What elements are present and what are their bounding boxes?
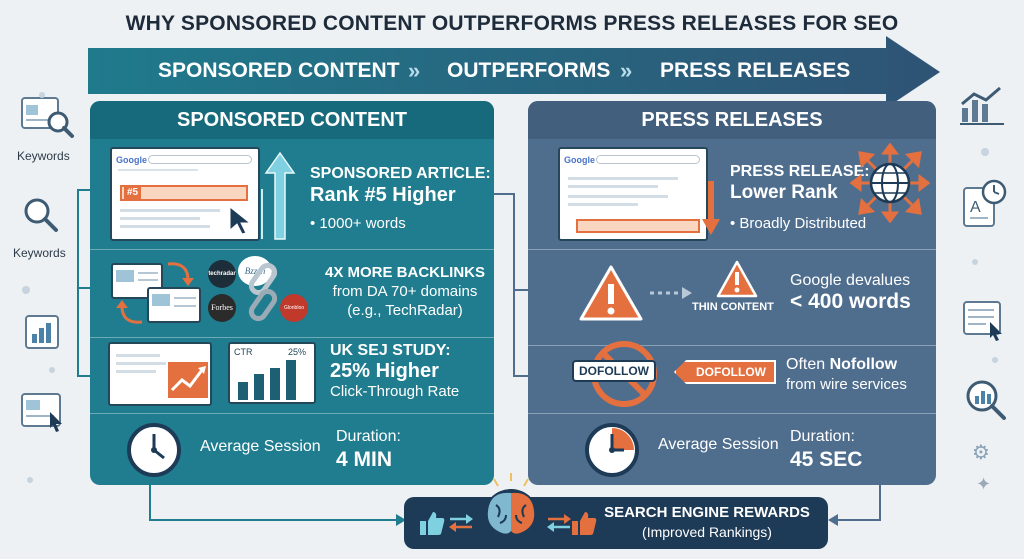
cursor-icon: [229, 205, 252, 235]
low-rank-result: [576, 219, 700, 233]
thumbs-up-icon: [420, 512, 445, 535]
magnifier-icon: [24, 198, 58, 232]
clock-icon: [585, 423, 639, 477]
logo-glonbloo: Glonbloo: [280, 294, 308, 322]
search-results-browser: Google #5: [110, 147, 260, 241]
press-session-row: Average Session Duration: 45 SEC: [528, 413, 936, 485]
chevron-right-icon: »: [408, 58, 421, 83]
backlinks-line-1: 4X MORE BACKLINKS: [324, 264, 485, 281]
search-bar: [148, 155, 252, 164]
rank-badge: #5: [124, 187, 142, 199]
follow-line-2: from wire services: [786, 376, 907, 393]
analytics-search-icon: [966, 380, 1006, 420]
spark-icon: ✦: [976, 474, 992, 494]
sponsored-rank-bullet: • 1000+ words: [310, 215, 406, 232]
brain-icon: [483, 473, 539, 545]
document-clock-icon: A: [963, 179, 1007, 227]
study-line-3: Click-Through Rate: [330, 383, 460, 400]
sponsored-heading: SPONSORED CONTENT: [90, 101, 494, 139]
press-rank-row: Google PRESS RELEASE: Lower Rank • Broad…: [528, 139, 936, 249]
search-brand-label: Google: [564, 155, 595, 165]
sponsored-backlinks-row: techradar Forbes Bzzsh Glonbloo 4X MORE …: [90, 249, 494, 337]
svg-text:A: A: [970, 199, 981, 216]
banner-arrow: [88, 36, 940, 108]
dofollow-tag: DOFOLLOW: [674, 360, 776, 384]
linked-pages-icon: [111, 262, 201, 324]
search-engine-rewards: SEARCH ENGINE REWARDS (Improved Rankings…: [404, 473, 828, 549]
follow-line-1: Often Nofollow: [786, 356, 898, 373]
sponsored-session-label: Average Session: [200, 438, 321, 455]
highlighted-result: #5: [120, 185, 248, 201]
exchange-arrows-icon: [449, 514, 473, 532]
search-brand-label: Google: [116, 155, 147, 165]
search-bar: [596, 155, 700, 164]
banner-item-outperforms: OUTPERFORMS: [447, 59, 611, 82]
globe-distribution-icon: [850, 143, 930, 223]
press-search-browser: Google: [558, 147, 708, 241]
reward-line-1: SEARCH ENGINE REWARDS: [604, 504, 810, 521]
sponsored-duration-value: 4 MIN: [336, 448, 393, 471]
study-line-2: 25% Higher: [330, 360, 439, 382]
reward-line-2: (Improved Rankings): [642, 524, 772, 540]
press-thin-row: THIN CONTENT Google devalues < 400 words: [528, 249, 936, 345]
bar-chart-icon: [25, 315, 59, 349]
chain-link-icon: [248, 262, 278, 322]
press-panel: PRESS RELEASES Google PRESS RELEASE: Low…: [528, 101, 936, 485]
press-rank-title-2: Lower Rank: [730, 182, 838, 203]
warning-small-icon: [716, 260, 758, 298]
logo-forbes: Forbes: [208, 294, 236, 322]
sponsored-rank-title-1: SPONSORED ARTICLE:: [310, 165, 491, 182]
banner-item-sponsored: SPONSORED CONTENT: [158, 59, 400, 82]
dotted-arrow-icon: [650, 287, 692, 299]
sponsored-rank-title-2: Rank #5 Higher: [310, 184, 456, 206]
thin-line-2: < 400 words: [790, 290, 911, 313]
browser-cursor-icon: [21, 393, 62, 432]
dofollow-crossed-label: DOFOLLOW: [572, 360, 656, 382]
logo-techradar: techradar: [208, 260, 236, 288]
press-rank-bullet: • Broadly Distributed: [730, 215, 867, 232]
press-follow-row: DOFOLLOW DOFOLLOW Often Nofollow from wi…: [528, 341, 936, 413]
sponsored-rank-row: Google #5 SPONSORED ARTICLE: Rank #5 Hig…: [90, 139, 494, 249]
sponsored-duration-label: Duration:: [336, 428, 401, 445]
press-duration-label: Duration:: [790, 428, 855, 445]
thumbs-up-icon: [572, 512, 597, 535]
press-duration-value: 45 SEC: [790, 448, 863, 471]
sidebar-label-keywords: Keywords: [13, 246, 66, 260]
backlinks-line-2: from DA 70+ domains: [332, 283, 478, 300]
press-heading: PRESS RELEASES: [528, 101, 936, 139]
thin-content-label: THIN CONTENT: [692, 301, 774, 313]
ctr-value: 25%: [288, 347, 307, 357]
browser-search-icon: [21, 97, 74, 138]
warning-icon: [579, 265, 643, 321]
trend-up-icon: [168, 362, 208, 398]
study-browser: [108, 342, 212, 406]
thin-line-1: Google devalues: [790, 272, 911, 289]
rank-up-arrow-icon: [261, 151, 296, 240]
study-line-1: UK SEJ STUDY:: [330, 342, 451, 359]
ctr-chart: CTR 25%: [228, 342, 316, 404]
sponsored-panel: SPONSORED CONTENT Google #5 SPONSORED AR…: [90, 101, 494, 485]
line-chart-icon: [960, 86, 1004, 125]
banner-item-press: PRESS RELEASES: [660, 59, 851, 82]
press-rank-title-1: PRESS RELEASE:: [730, 163, 870, 180]
gear-icon: ⚙: [972, 442, 990, 464]
exchange-arrows-icon: [547, 514, 571, 532]
ctr-label: CTR: [234, 347, 253, 357]
browser-cursor-icon: [963, 301, 1002, 341]
chevron-right-icon: »: [620, 58, 633, 83]
press-session-label: Average Session: [658, 436, 779, 453]
backlinks-line-3: (e.g., TechRadar): [347, 302, 463, 319]
page-title: WHY SPONSORED CONTENT OUTPERFORMS PRESS …: [125, 12, 899, 35]
clock-icon: [127, 423, 181, 477]
sidebar-label-keywords: Keywords: [17, 149, 70, 163]
sponsored-session-row: Average Session Duration: 4 MIN: [90, 413, 494, 485]
sponsored-study-row: CTR 25% UK SEJ STUDY: 25% Higher Click-T…: [90, 337, 494, 413]
rank-down-arrow-icon: [702, 181, 720, 235]
